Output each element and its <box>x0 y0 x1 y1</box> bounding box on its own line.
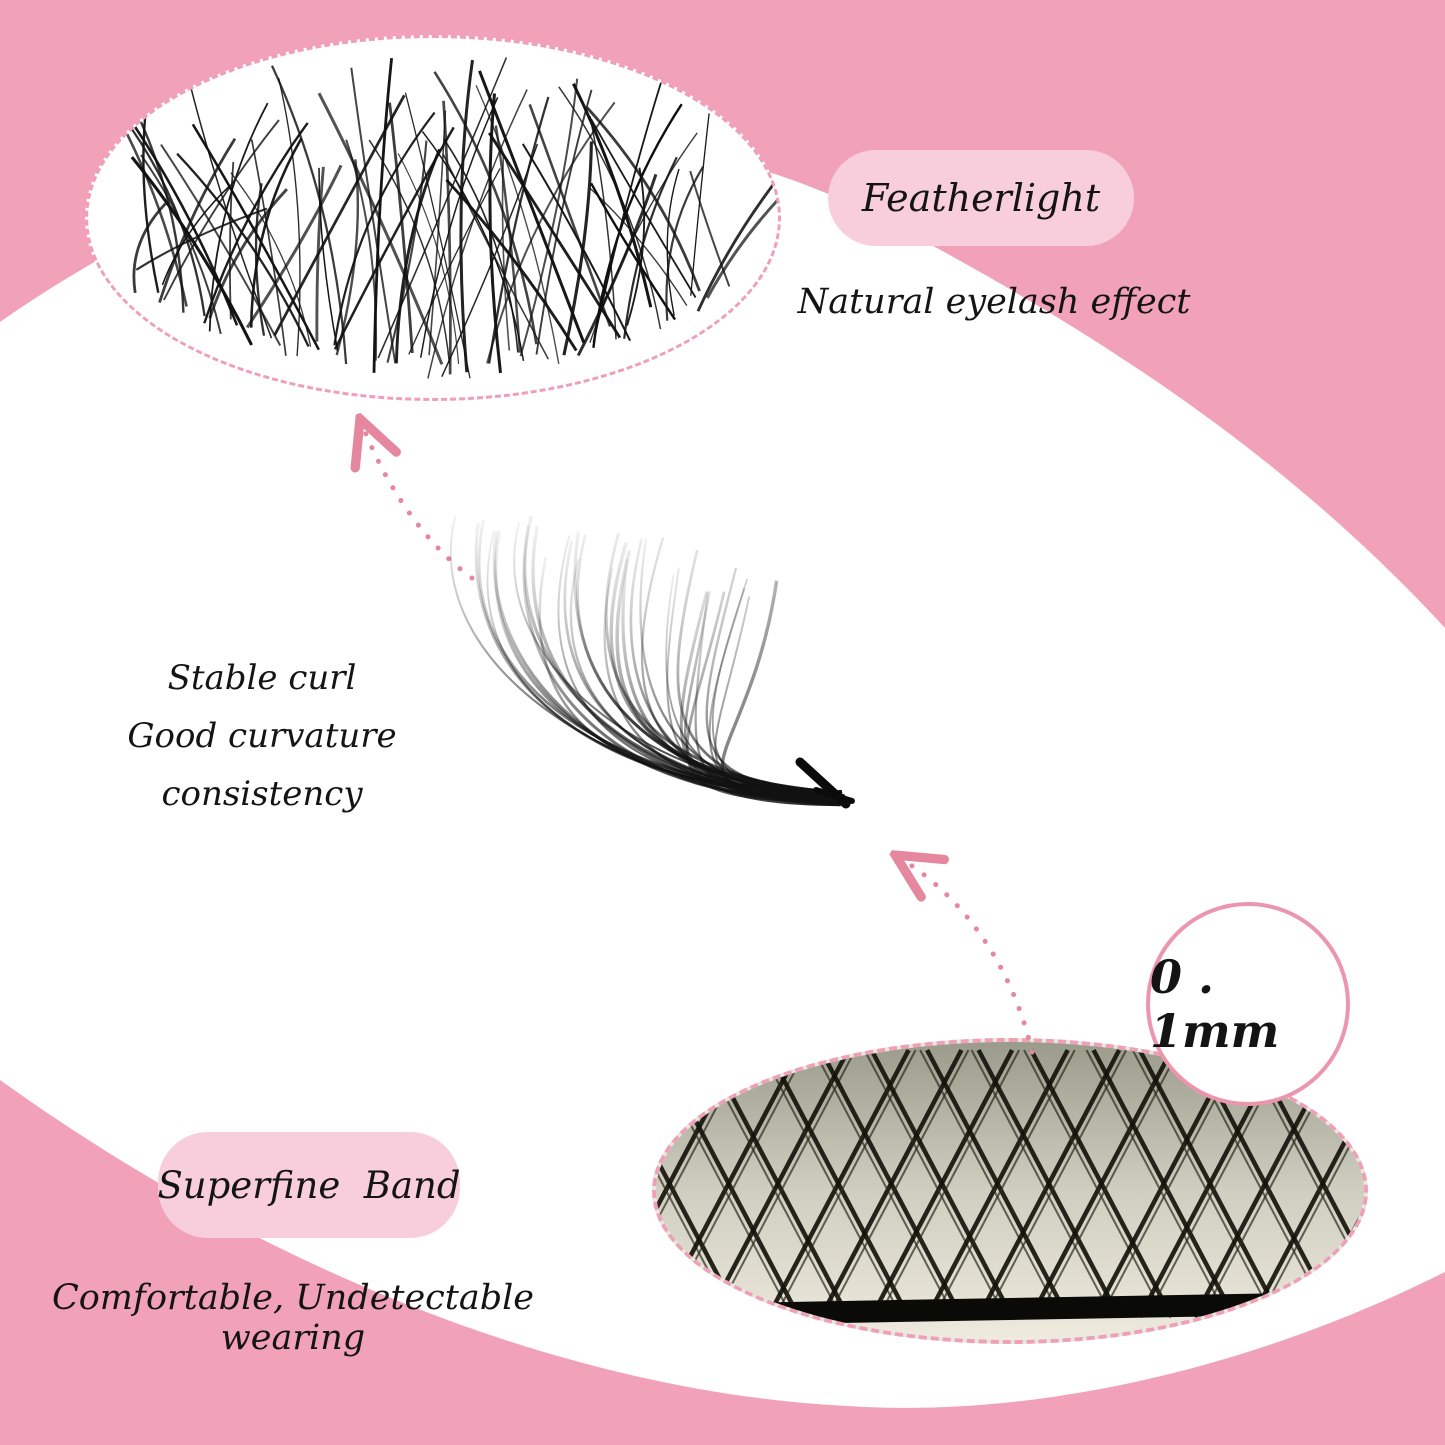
featherlight-description: Natural eyelash effect <box>797 282 1191 322</box>
superfine-band-badge: Superfine Band <box>157 1132 461 1238</box>
band-thickness-circle: 0 . 1mm <box>1146 902 1350 1106</box>
lash-tips-closeup-photo <box>85 35 781 401</box>
lash-fan-drawing <box>98 57 778 379</box>
lash-cluster-drawing <box>449 515 855 809</box>
stable-curl-line1: Stable curl <box>167 658 357 698</box>
featherlight-label: Featherlight <box>861 176 1101 220</box>
superfine-band-label: Superfine Band <box>157 1163 461 1207</box>
stable-curl-note: Stable curl Good curvature consistency <box>42 650 482 823</box>
stable-curl-line2: Good curvature consistency <box>127 715 397 814</box>
dotted-arrow-to-cluster-icon <box>900 858 1035 1055</box>
featherlight-badge: Featherlight <box>828 150 1134 246</box>
band-closeup-photo <box>652 1038 1368 1344</box>
band-lattice-drawing <box>656 1042 1364 1340</box>
band-thickness-value: 0 . 1mm <box>1150 950 1280 1058</box>
superfine-band-description: Comfortable, Undetectable wearing <box>51 1278 535 1358</box>
